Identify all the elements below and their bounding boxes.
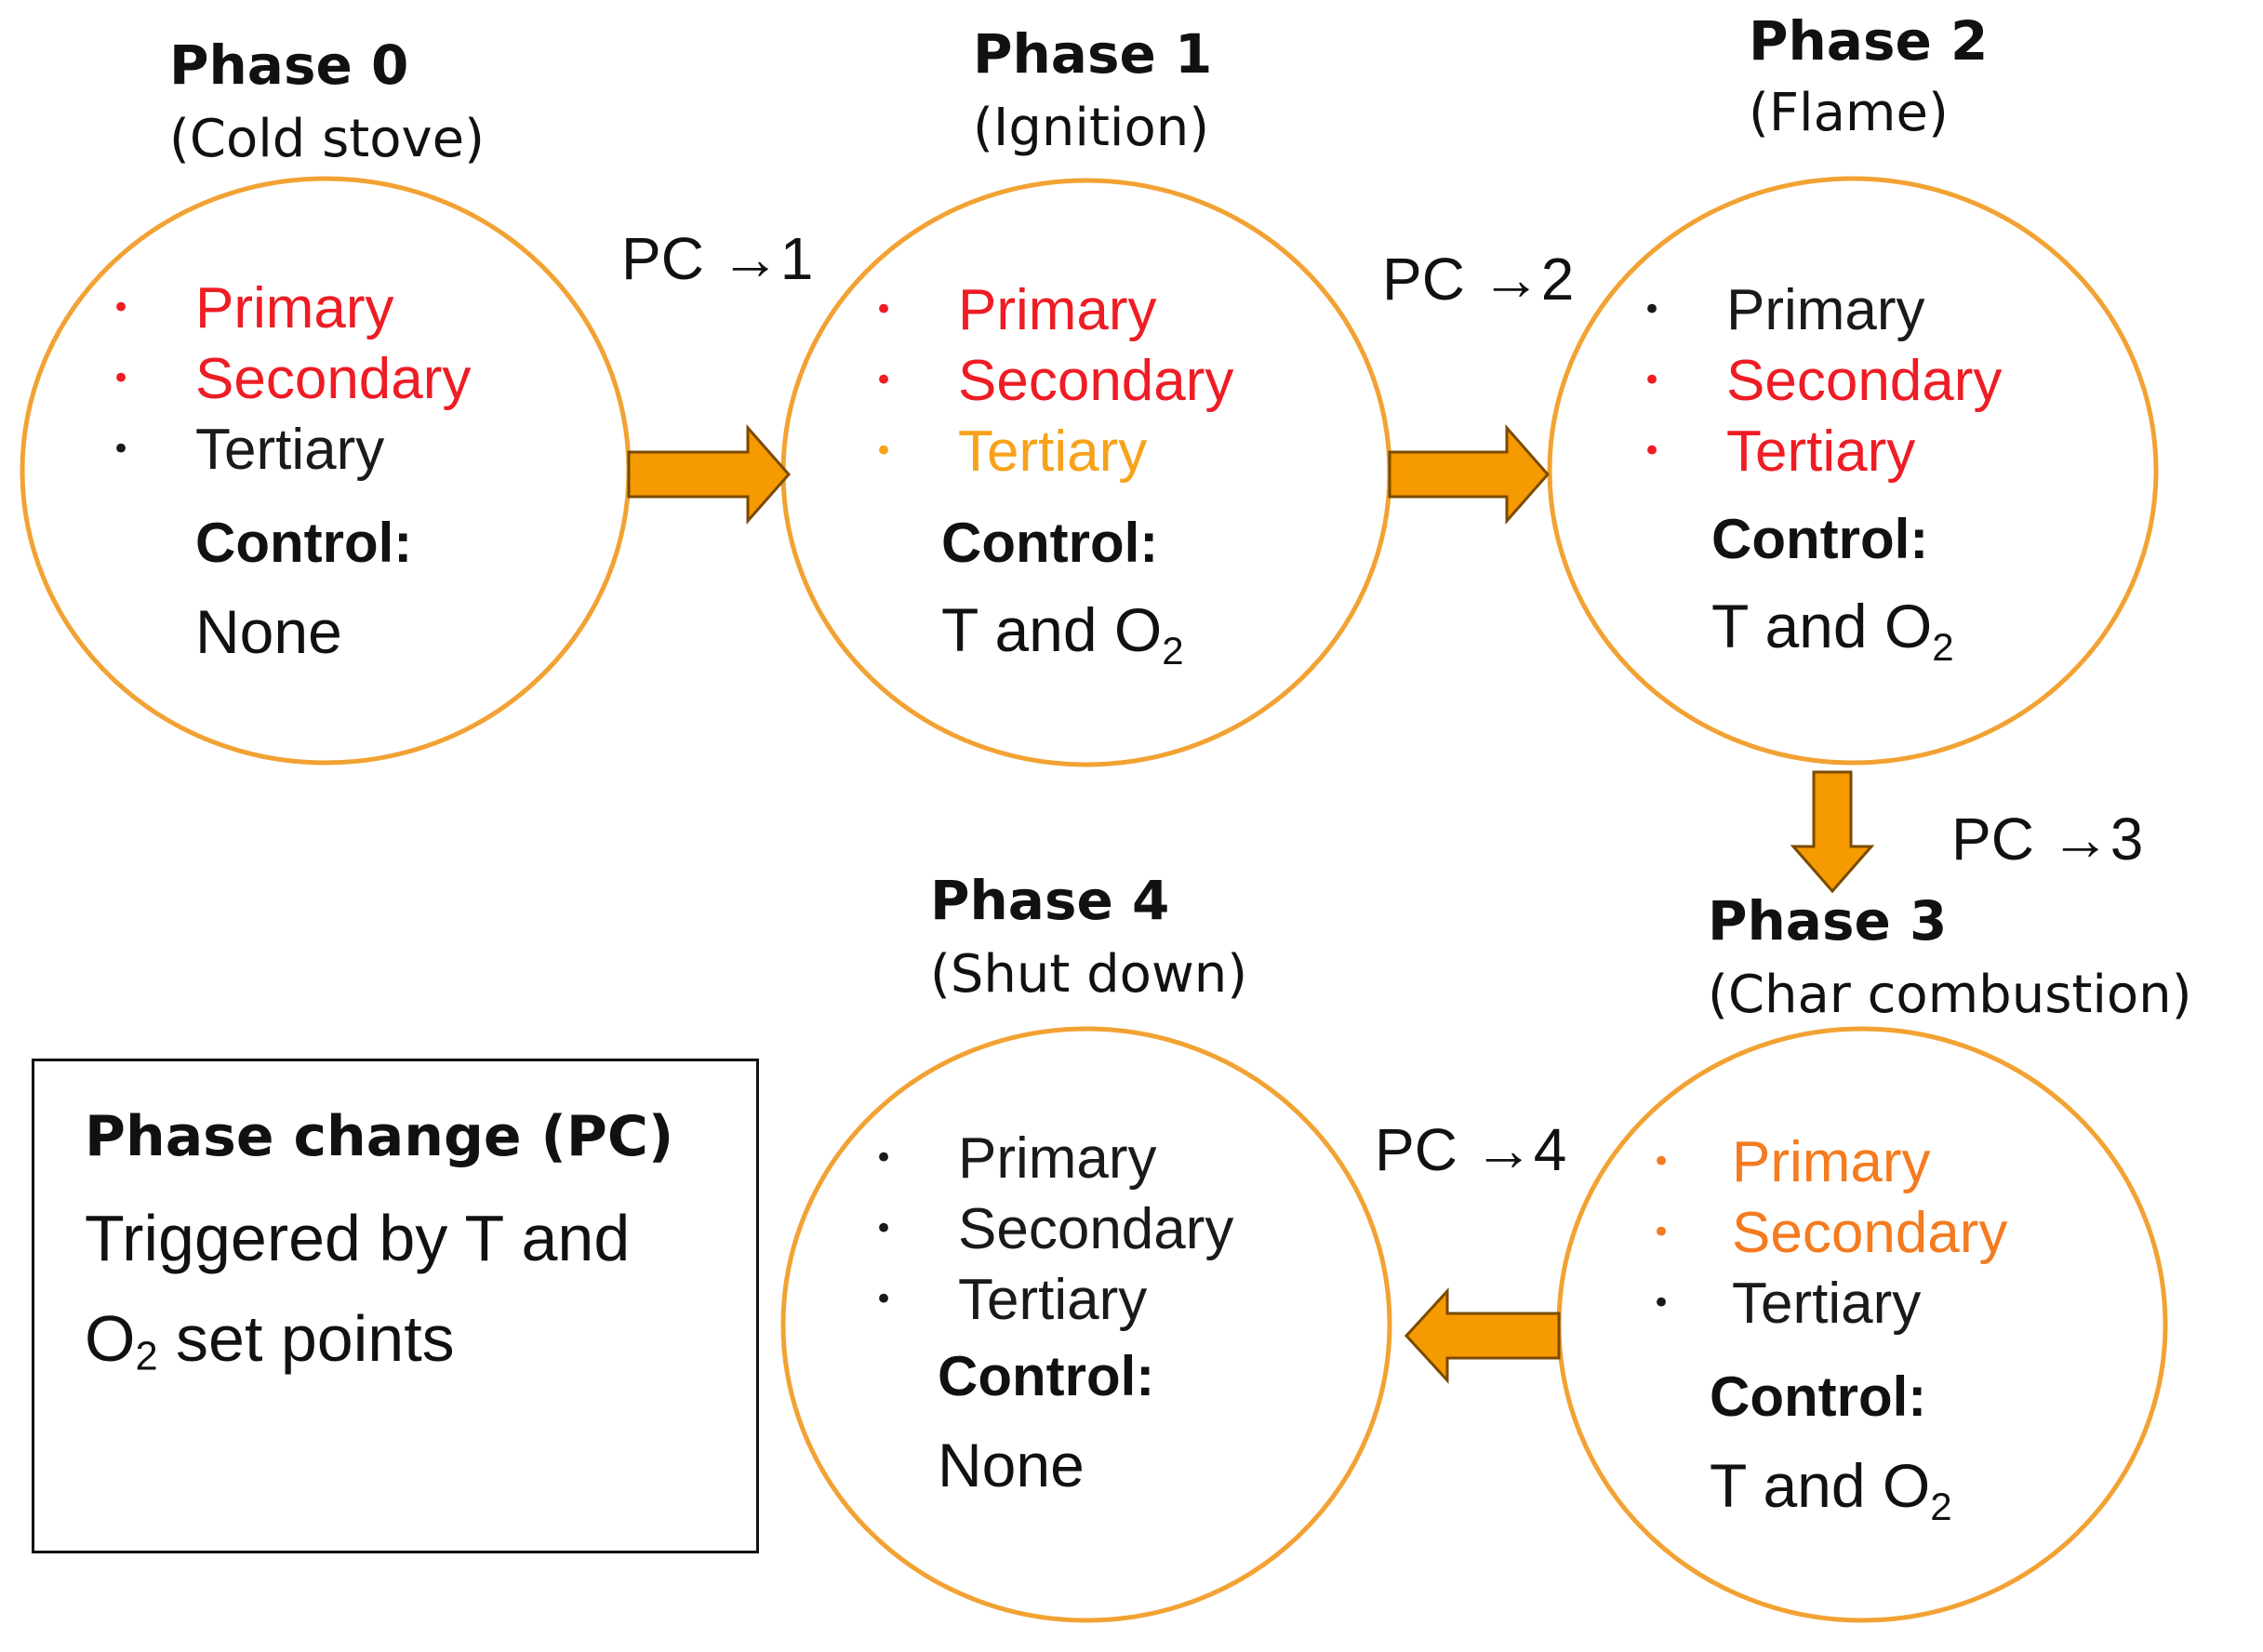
phase-0-contents: • Primary • Secondary • Tertiary Control… — [112, 276, 471, 666]
phase-0-subtitle: (Cold stove) — [169, 109, 485, 169]
arrow-phase2-to-phase3 — [1790, 770, 1875, 894]
phase-2-control-sub: 2 — [1932, 625, 1953, 669]
phase-1-control-label: Control: — [941, 512, 1158, 574]
phase-4-item-primary: Primary — [958, 1126, 1157, 1191]
phase-1-item-tertiary: Tertiary — [958, 420, 1147, 484]
phase-2-bullet-secondary: • — [1643, 362, 1661, 399]
phase-1-control-main: T and O — [941, 595, 1162, 664]
phase-1-title: Phase 1 — [973, 22, 1212, 86]
phase-0-control-value: None — [195, 597, 342, 666]
legend-title: Phase change (PC) — [85, 1104, 674, 1169]
legend-box: Phase change (PC) Triggered by T and O2 … — [32, 1059, 759, 1553]
phase-3-subtitle: (Char combustion) — [1708, 965, 2192, 1025]
phase-1-contents: • Primary • Secondary • Tertiary Control… — [874, 278, 1233, 673]
phase-4-bullet-tertiary: • — [874, 1281, 893, 1318]
phase-0-control-label: Control: — [195, 512, 412, 574]
arrow-phase3-to-phase4 — [1404, 1287, 1561, 1384]
phase-1-item-primary: Primary — [958, 278, 1157, 342]
phase-2-circle — [1547, 176, 2159, 766]
phase-2-control-value: T and O2 — [1711, 592, 1954, 669]
phase-3-control-label: Control: — [1710, 1366, 1926, 1428]
phase-4-circle — [780, 1026, 1392, 1623]
phase-2-item-primary: Primary — [1726, 278, 1925, 342]
legend-line-triggered: Triggered by T and — [85, 1202, 631, 1274]
phase-3-item-secondary: Secondary — [1732, 1201, 2007, 1265]
phase-0-heading: Phase 0 (Cold stove) — [169, 33, 485, 169]
phase-2-subtitle: (Flame) — [1749, 83, 1949, 143]
phase-0-bullet-primary: • — [112, 289, 130, 326]
transition-label-4: PC →4 — [1375, 1116, 1566, 1183]
phase-4-item-tertiary: Tertiary — [958, 1268, 1147, 1332]
phase-4-subtitle: (Shut down) — [930, 944, 1247, 1005]
phase-2-title: Phase 2 — [1749, 9, 1988, 73]
phase-1-item-secondary: Secondary — [958, 349, 1233, 413]
phase-2-contents: • Primary • Secondary • Tertiary Control… — [1643, 278, 2002, 669]
legend-line-set-points: O2 set points — [85, 1301, 455, 1380]
phase-4-contents: • Primary • Secondary • Tertiary Control… — [874, 1126, 1233, 1499]
phase-1-bullet-primary: • — [874, 291, 893, 328]
phase-0-bullet-secondary: • — [112, 360, 130, 397]
phase-3-contents: • Primary • Secondary • Tertiary Control… — [1652, 1130, 2007, 1528]
phase-0-bullet-tertiary: • — [112, 431, 130, 468]
phase-0-title: Phase 0 — [169, 33, 408, 97]
legend-o2-sub: 2 — [135, 1334, 158, 1379]
phase-4-heading: Phase 4 (Shut down) — [930, 869, 1247, 1005]
phase-4-control-value: None — [938, 1431, 1085, 1499]
legend-set-points-text: set points — [157, 1302, 455, 1375]
phase-1-control-sub: 2 — [1162, 629, 1183, 673]
phase-4-bullet-primary: • — [874, 1139, 893, 1177]
phase-2-heading: Phase 2 (Flame) — [1749, 9, 1988, 143]
phase-2-bullet-primary: • — [1643, 291, 1661, 328]
phase-4-bullet-secondary: • — [874, 1210, 893, 1247]
transition-label-1: PC →1 — [621, 225, 813, 292]
phase-3-item-tertiary: Tertiary — [1732, 1272, 1921, 1336]
phase-3-heading: Phase 3 (Char combustion) — [1708, 889, 2192, 1025]
phase-4-item-secondary: Secondary — [958, 1197, 1233, 1261]
arrow-phase0-to-phase1 — [627, 424, 791, 525]
transition-label-3: PC →3 — [1951, 806, 2143, 873]
phase-1-bullet-tertiary: • — [874, 433, 893, 470]
phase-3-control-value: T and O2 — [1710, 1451, 1952, 1528]
phase-3-control-main: T and O — [1710, 1451, 1930, 1520]
phase-2-control-main: T and O — [1711, 592, 1932, 660]
phase-3-item-primary: Primary — [1732, 1130, 1931, 1194]
phase-3-control-sub: 2 — [1930, 1485, 1951, 1528]
phase-1-bullet-secondary: • — [874, 362, 893, 399]
phase-1-control-value: T and O2 — [941, 595, 1184, 673]
phase-0-item-secondary: Secondary — [195, 347, 471, 411]
arrow-phase1-to-phase2 — [1388, 424, 1550, 525]
phase-4-control-label: Control: — [938, 1345, 1154, 1407]
phase-3-bullet-tertiary: • — [1652, 1285, 1671, 1322]
phase-1-subtitle: (Ignition) — [973, 98, 1209, 158]
phase-0-item-primary: Primary — [195, 276, 394, 340]
legend-o2-main: O — [85, 1302, 136, 1375]
phase-3-bullet-secondary: • — [1652, 1214, 1671, 1251]
phase-2-control-label: Control: — [1711, 508, 1928, 570]
phase-3-title: Phase 3 — [1708, 889, 1947, 953]
transition-label-2: PC →2 — [1382, 246, 1574, 313]
phase-4-title: Phase 4 — [930, 869, 1169, 932]
phase-0-item-tertiary: Tertiary — [195, 418, 384, 482]
phase-1-heading: Phase 1 (Ignition) — [973, 22, 1212, 158]
phase-2-bullet-tertiary: • — [1643, 433, 1661, 470]
phase-3-bullet-primary: • — [1652, 1143, 1671, 1180]
phase-2-item-tertiary: Tertiary — [1726, 420, 1915, 484]
phase-2-item-secondary: Secondary — [1726, 349, 2002, 413]
